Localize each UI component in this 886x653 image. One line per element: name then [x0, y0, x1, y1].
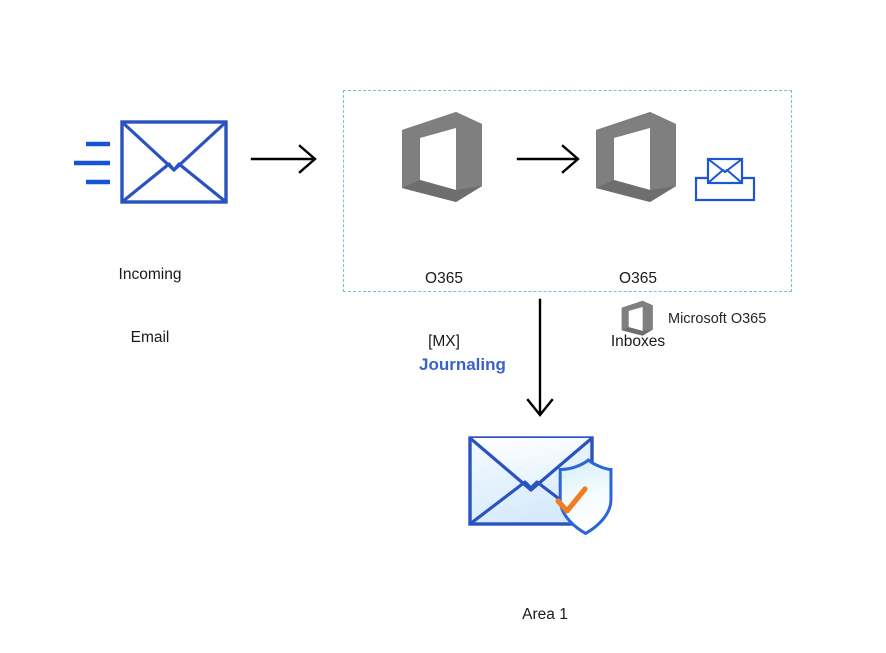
envelope-with-speed-lines-icon — [74, 120, 228, 204]
arrow-mx-to-inboxes — [516, 142, 588, 176]
tray-envelope-folds — [707, 158, 743, 184]
area1-caption-line-1: Area 1 — [522, 606, 568, 623]
speed-lines — [74, 141, 110, 185]
o365-mx-caption-line-1: O365 — [425, 270, 463, 287]
area1-node: Area 1 email security — [466, 432, 624, 653]
o365-inboxes-caption-line-2: Inboxes — [610, 333, 666, 350]
incoming-email-caption: Incoming Email — [70, 222, 230, 390]
area1-caption: Area 1 email security — [466, 562, 624, 653]
o365-inboxes-caption-line-1: O365 — [619, 270, 657, 287]
area1-envelope-folds — [468, 436, 594, 526]
shield-shape — [558, 458, 613, 536]
o365-mx-node: O365 [MX] — [398, 110, 490, 394]
journaling-label-text: Journaling — [419, 355, 506, 374]
shield-badge — [555, 458, 613, 536]
office-365-logo-icon — [402, 112, 482, 202]
check-icon — [555, 486, 588, 514]
incoming-email-caption-line-1: Incoming — [118, 266, 182, 283]
o365-inboxes-caption: O365 Inboxes — [592, 226, 684, 394]
journaling-edge-label: Journaling — [419, 355, 506, 375]
microsoft-o365-zone — [343, 90, 792, 292]
envelope-with-shield-check-icon — [468, 436, 613, 536]
o365-inboxes-node: O365 Inboxes — [592, 110, 684, 394]
legend-label: Microsoft O365 — [668, 311, 767, 327]
envelope-fold-lines — [120, 120, 228, 204]
o365-mx-caption: O365 [MX] — [398, 226, 490, 394]
arrow-incoming-to-zone — [250, 142, 322, 176]
incoming-email-node: Incoming Email — [70, 118, 230, 390]
office-365-logo-icon — [596, 112, 676, 202]
office-365-logo-icon — [621, 300, 653, 336]
incoming-email-caption-line-2: Email — [130, 329, 170, 346]
o365-mx-caption-line-2: [MX] — [428, 333, 460, 350]
legend: Microsoft O365 — [620, 300, 766, 338]
inbox-tray-with-envelope-icon — [694, 156, 756, 202]
arrow-inboxes-to-area1 — [522, 298, 558, 422]
area1-envelope-flap-fill — [470, 438, 592, 490]
